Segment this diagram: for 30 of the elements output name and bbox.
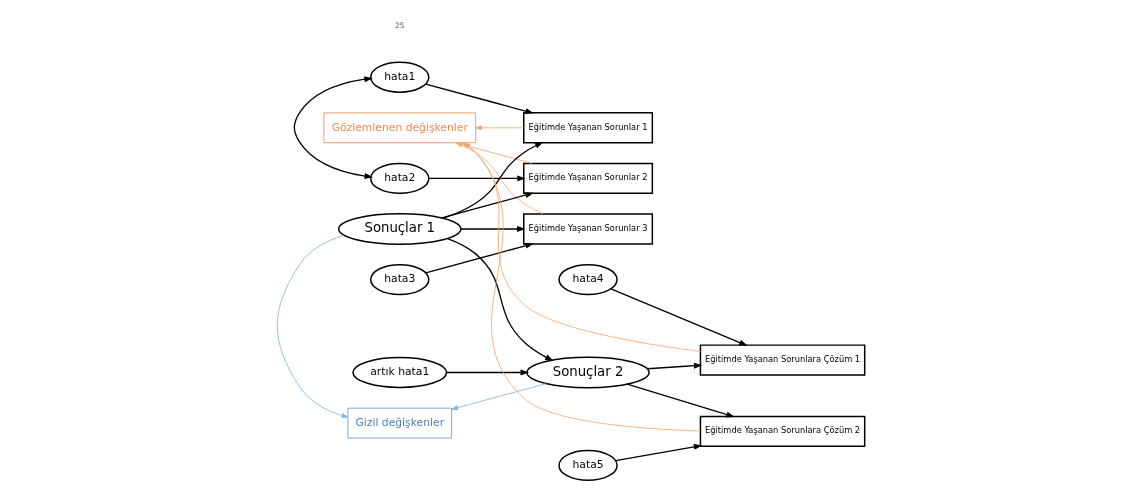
arrow bbox=[626, 383, 735, 418]
node-box: Gözlemlenen değişkenler bbox=[322, 112, 476, 144]
node-box: Eğitimde Yaşanan Sorunlara Çözüm 2 bbox=[699, 415, 865, 448]
arrow bbox=[614, 443, 702, 462]
node-ellipse: hata1 bbox=[369, 61, 430, 93]
node-box: Eğitimde Yaşanan Sorunlar 3 bbox=[522, 213, 653, 245]
arrow bbox=[440, 192, 534, 219]
label: 25 bbox=[394, 21, 404, 31]
node-box: Eğitimde Yaşanan Sorunlara Çözüm 1 bbox=[699, 344, 865, 376]
arrow bbox=[276, 235, 348, 418]
node-ellipse: hata4 bbox=[557, 263, 618, 296]
arrow bbox=[424, 242, 534, 274]
arrow bbox=[427, 175, 526, 182]
node-box: Gizil değişkenler bbox=[347, 407, 452, 439]
node-ellipse: Sonuçlar 1 bbox=[337, 213, 462, 245]
arrow bbox=[646, 362, 702, 370]
node-box: Eğitimde Yaşanan Sorunlar 1 bbox=[522, 112, 653, 144]
node-ellipse: hata5 bbox=[557, 449, 618, 482]
arrow bbox=[609, 288, 748, 346]
node-ellipse: hata3 bbox=[369, 263, 430, 296]
arrow bbox=[424, 83, 534, 114]
arrow bbox=[445, 369, 529, 376]
node-box: Eğitimde Yaşanan Sorunlar 2 bbox=[522, 162, 653, 195]
arrow bbox=[459, 226, 526, 232]
node-ellipse: hata2 bbox=[369, 162, 430, 195]
arrow bbox=[450, 383, 547, 411]
node-ellipse: artık hata1 bbox=[351, 356, 447, 389]
arrow bbox=[474, 125, 524, 131]
arrow bbox=[293, 76, 373, 179]
arrow bbox=[446, 237, 554, 361]
